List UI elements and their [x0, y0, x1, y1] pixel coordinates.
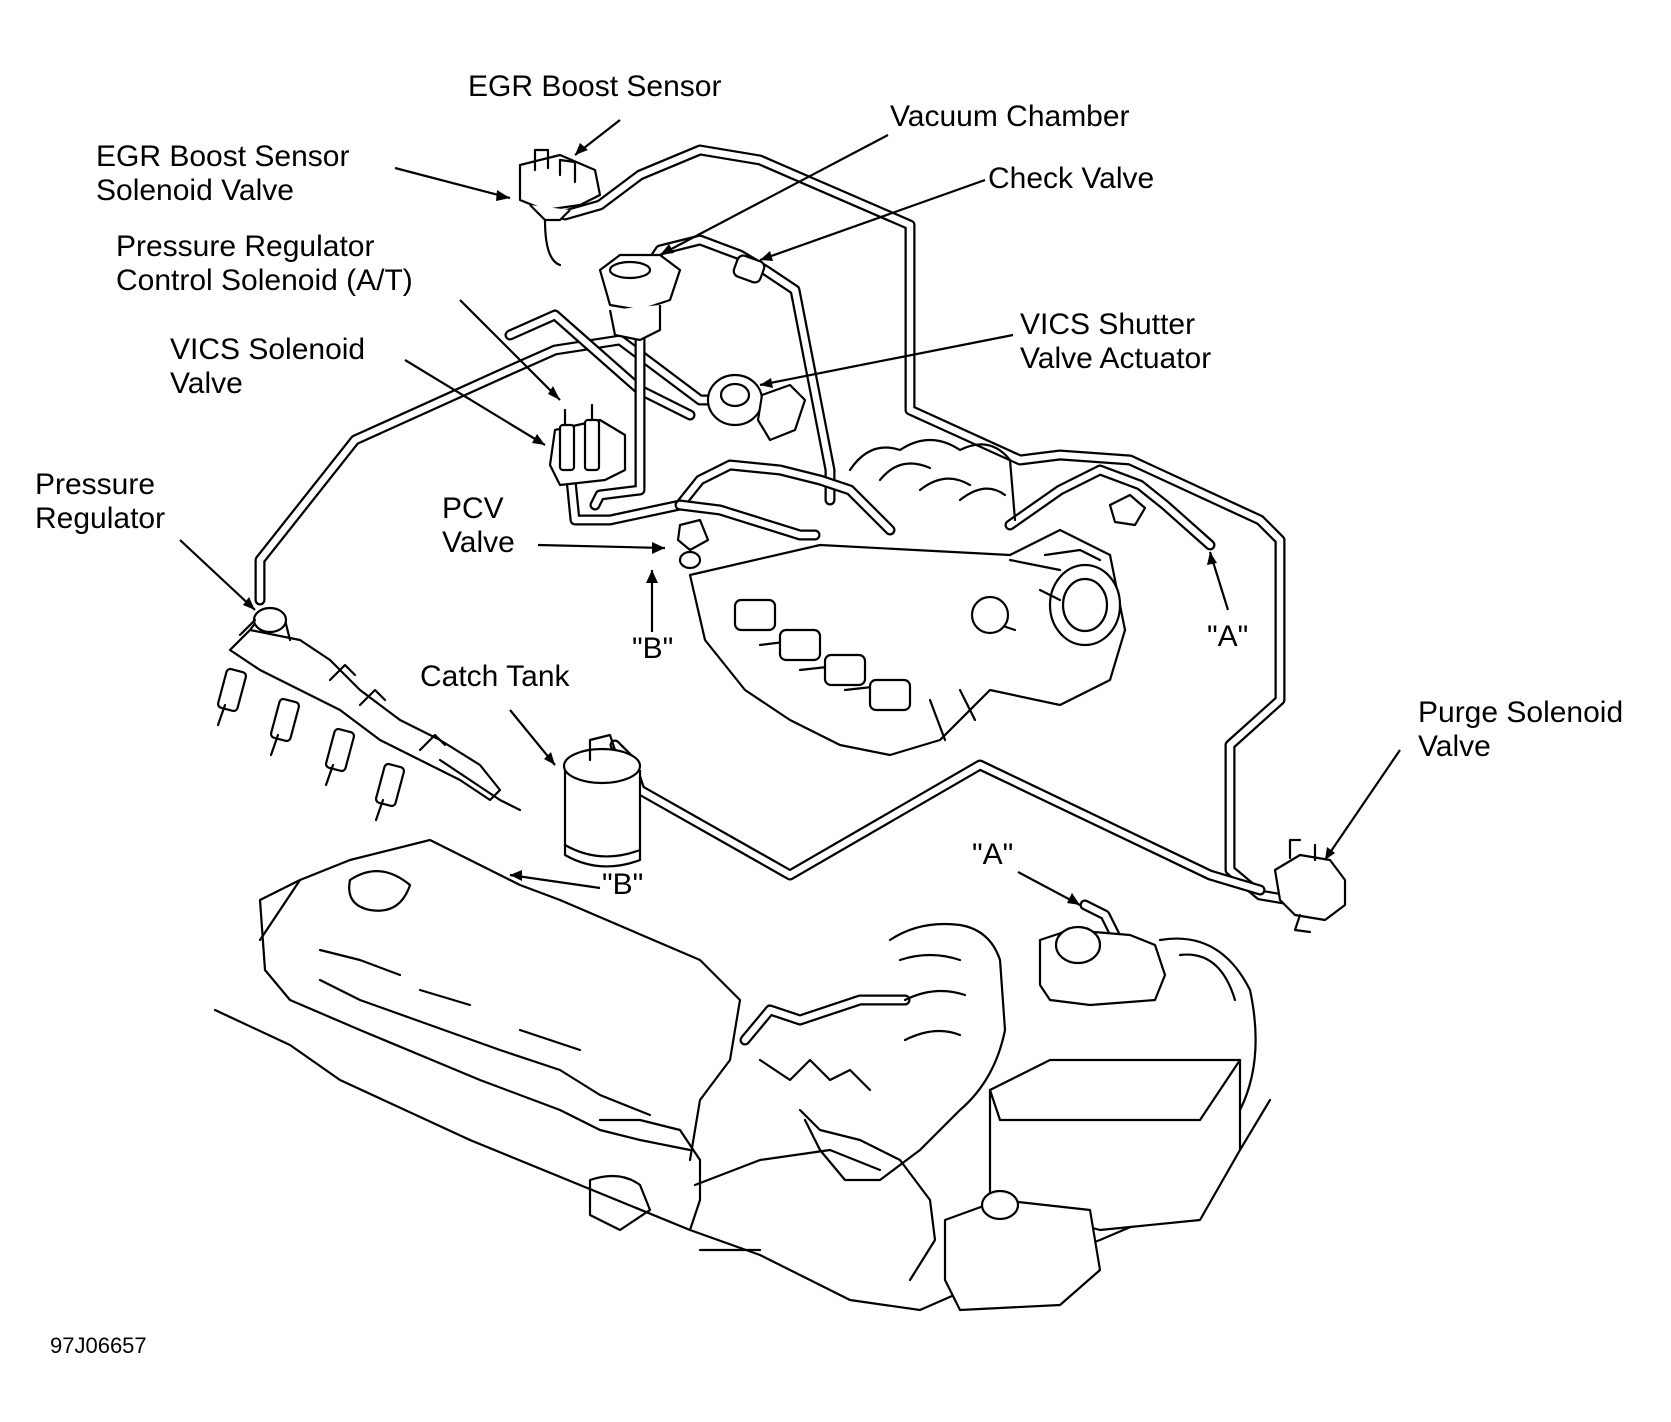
label-pcv-valve-line1: PCV [442, 492, 504, 525]
purge-solenoid-part [1273, 838, 1347, 934]
vacuum-hoses [254, 144, 1296, 1046]
label-vics-solenoid-line1: VICS Solenoid [170, 333, 366, 366]
figure-code: 97J06657 [50, 1333, 147, 1358]
label-pcv-valve-line2: Valve [442, 526, 515, 559]
label-catch-tank: Catch Tank [420, 660, 570, 693]
label-purge-solenoid-line1: Purge Solenoid [1418, 696, 1624, 729]
label-vics-shutter-line1: VICS Shutter [1020, 308, 1196, 341]
fuel-injector-3 [324, 727, 356, 787]
pcv-valve-part [676, 518, 710, 570]
vics-shutter-actuator-part [706, 373, 807, 442]
label-b-marker-top: "B" [632, 632, 674, 665]
catch-tank-part [562, 733, 642, 868]
engine-outline [213, 838, 1272, 1312]
check-valve-part [732, 254, 766, 284]
label-egr-boost-sensor-solenoid-line1: EGR Boost Sensor [96, 140, 350, 173]
fuel-injector-1 [216, 667, 248, 727]
label-egr-boost-sensor: EGR Boost Sensor [468, 70, 722, 103]
label-pressure-regulator-line2: Regulator [35, 502, 166, 535]
pressure-regulator-part [238, 606, 288, 637]
label-egr-boost-sensor-solenoid: EGR Boost Sensor Solenoid Valve [96, 140, 349, 208]
fuel-injector-4 [374, 762, 406, 822]
label-vics-shutter-line2: Valve Actuator [1020, 342, 1212, 375]
solenoid-bank-part [548, 403, 627, 487]
label-purge-solenoid-valve: Purge Solenoid Valve [1418, 696, 1623, 764]
fuel-rail [216, 608, 522, 822]
label-a-marker-right: "A" [1207, 620, 1249, 653]
intake-manifold [688, 439, 1127, 757]
leader-lines [179, 119, 1401, 906]
label-vacuum-chamber: Vacuum Chamber [890, 100, 1130, 133]
egr-boost-sensor-part [518, 148, 602, 267]
label-purge-solenoid-line2: Valve [1418, 730, 1491, 763]
throttle-connector-part [1108, 493, 1147, 527]
label-vics-solenoid-valve: VICS Solenoid Valve [170, 333, 365, 401]
label-a-marker-bottom: "A" [972, 838, 1014, 871]
label-vics-solenoid-line2: Valve [170, 367, 243, 400]
label-pcv-valve: PCV Valve [442, 492, 515, 560]
label-pressure-regulator: Pressure Regulator [35, 468, 165, 536]
label-pressure-regulator-line1: Pressure [35, 468, 156, 501]
vacuum-chamber-part [598, 253, 682, 342]
label-b-marker-bottom: "B" [602, 868, 644, 901]
label-pressure-regulator-control-line2: Control Solenoid (A/T) [116, 264, 413, 297]
label-egr-boost-sensor-solenoid-line2: Solenoid Valve [96, 174, 294, 207]
label-pressure-regulator-control-solenoid: Pressure Regulator Control Solenoid (A/T… [116, 230, 413, 298]
fuel-injector-2 [269, 697, 301, 757]
label-pressure-regulator-control-line1: Pressure Regulator [116, 230, 375, 263]
label-check-valve: Check Valve [988, 162, 1155, 195]
label-vics-shutter-valve-actuator: VICS Shutter Valve Actuator [1020, 308, 1211, 376]
